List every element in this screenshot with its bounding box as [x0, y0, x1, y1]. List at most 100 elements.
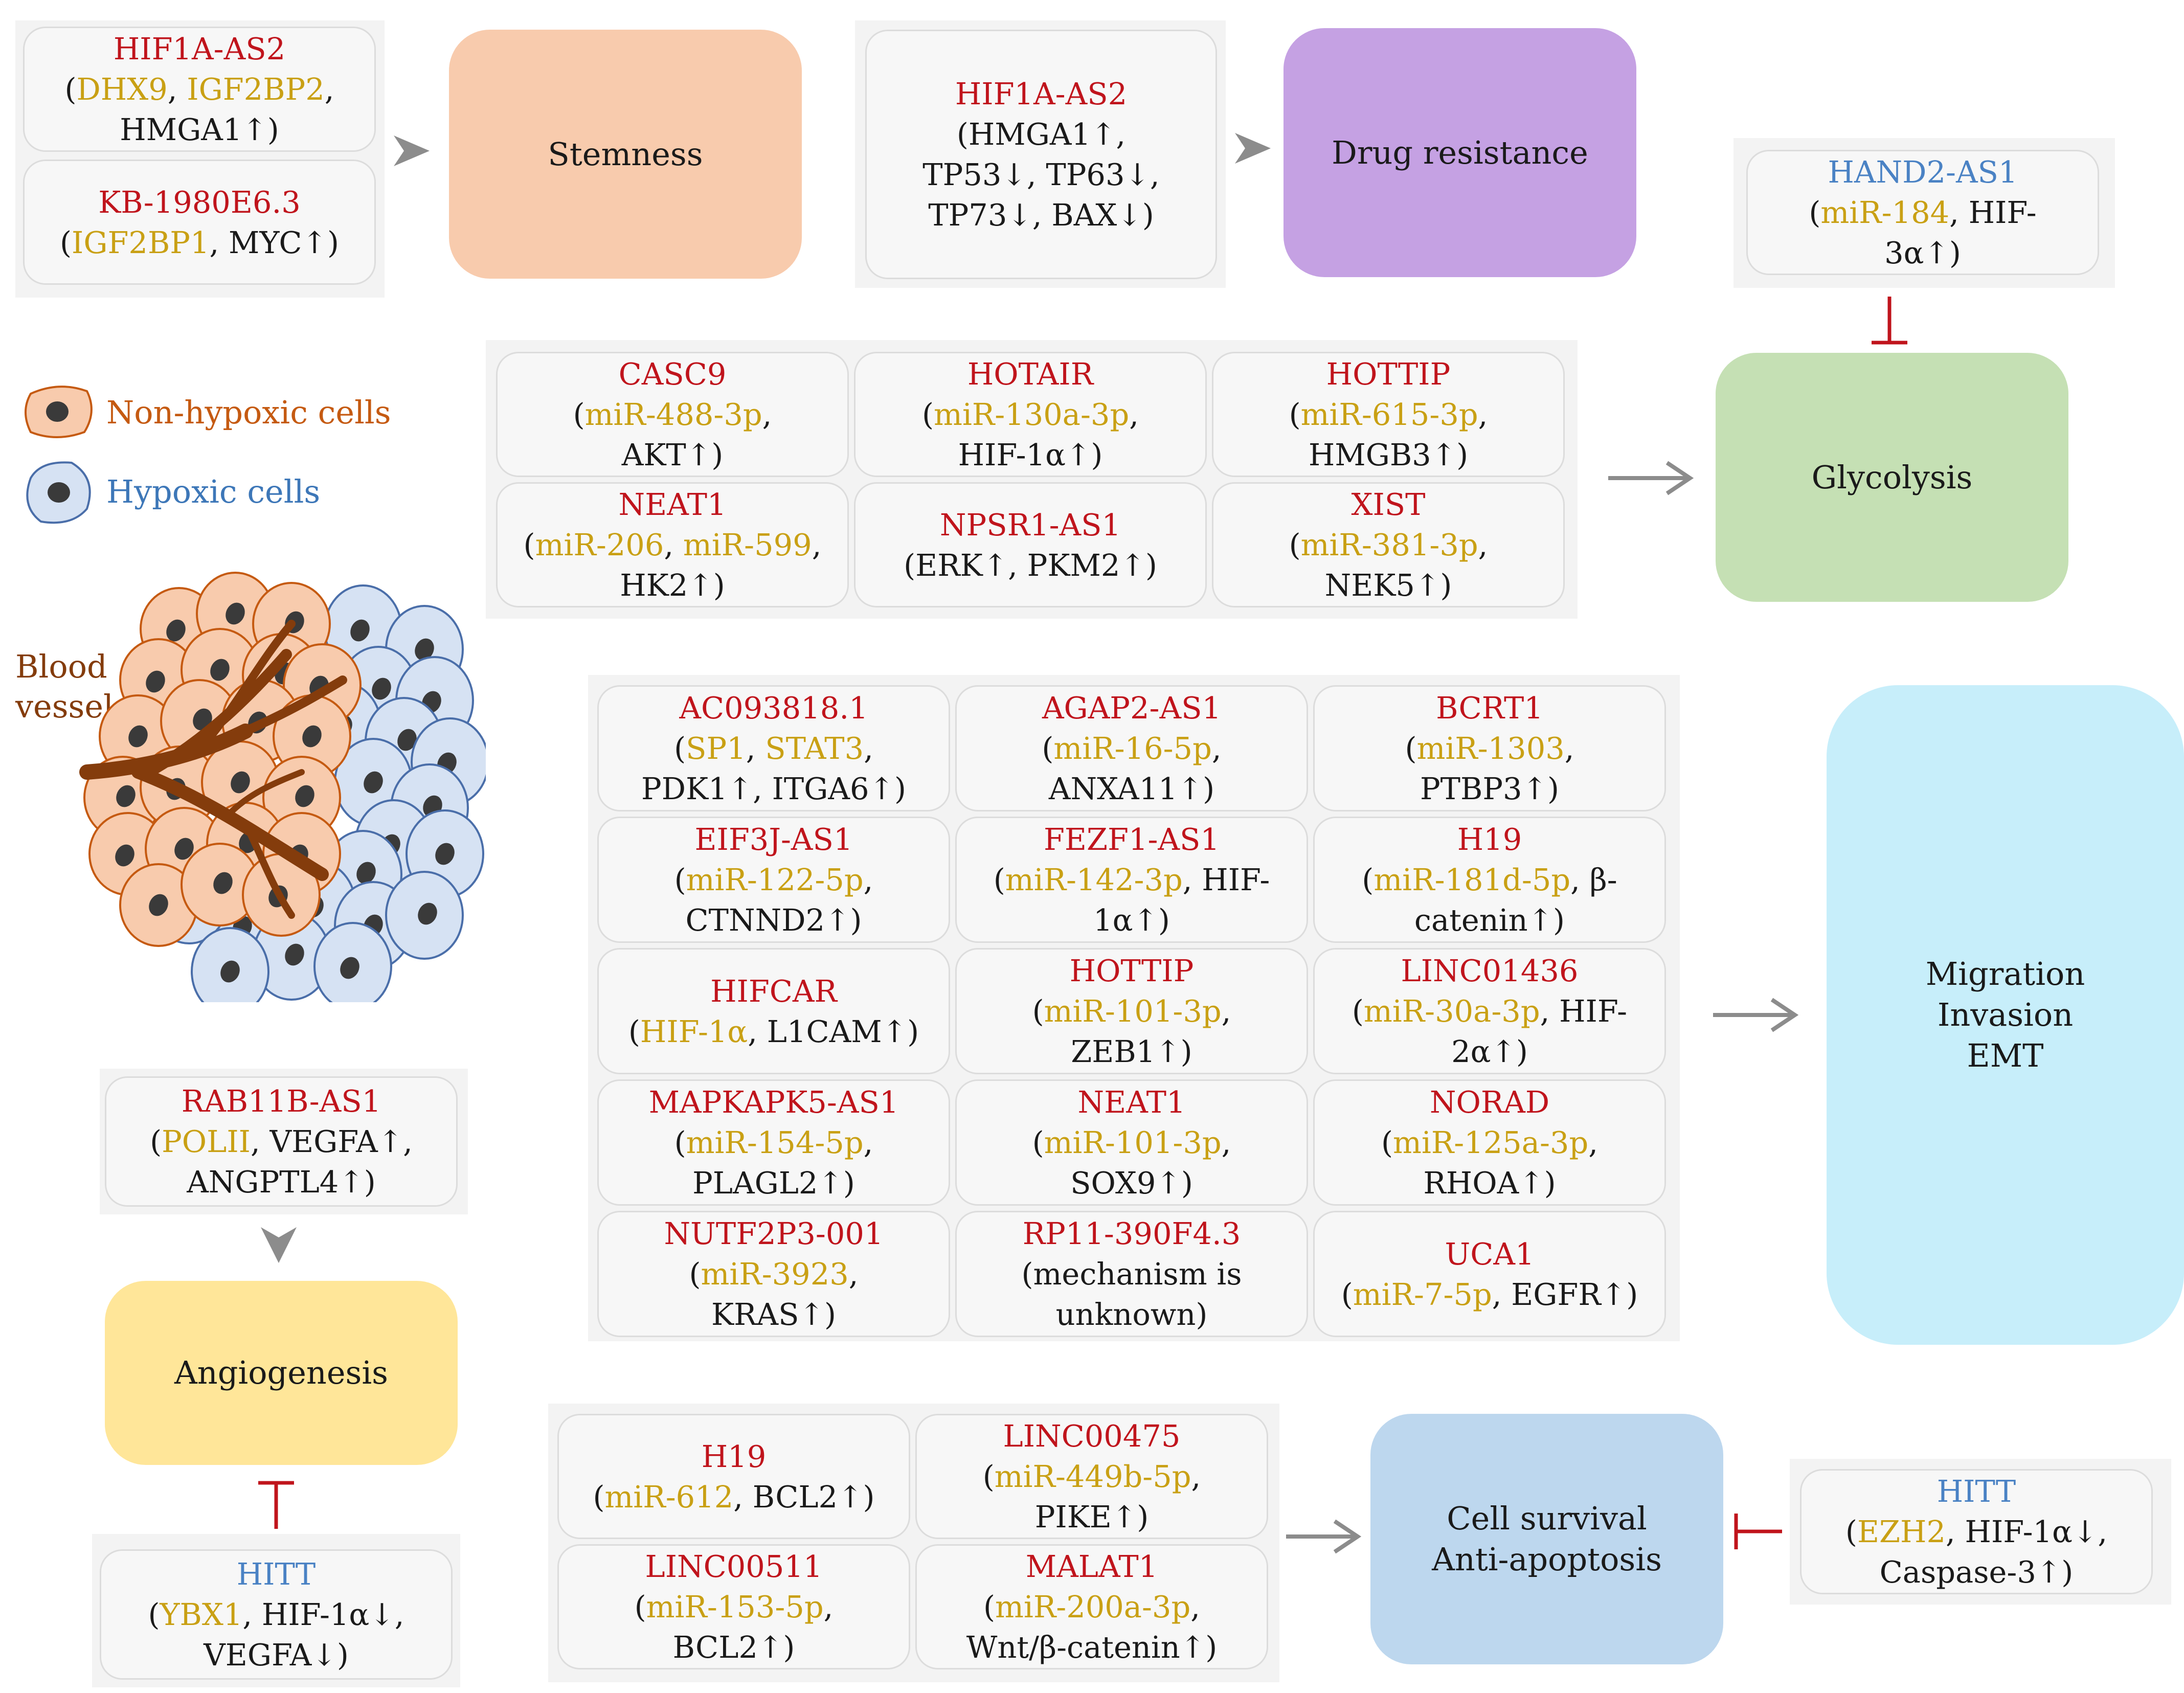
cell-survival-box: Cell survival Anti-apoptosis: [1370, 1414, 1723, 1664]
regulator-text: miR-125a-3p: [1393, 1125, 1589, 1160]
regulator-text: miR-30a-3p: [1363, 994, 1540, 1029]
lncrna-name: FEZF1-AS1: [1044, 822, 1220, 857]
target-text: ,: [864, 731, 873, 766]
blood-vessel: [79, 620, 347, 919]
target-text: ,: [1478, 397, 1488, 432]
lncrna-card: HIF1A-AS2(DHX9, IGF2BP2,HMGA1↑): [23, 27, 376, 152]
target-text: , BCL2↑): [733, 1479, 875, 1515]
lncrna-card: HAND2-AS1(miR-184, HIF-3α↑): [1746, 150, 2099, 275]
mechanism-line: CTNND2↑): [685, 900, 862, 940]
lncrna-card: NEAT1(miR-206, miR-599,HK2↑): [496, 482, 849, 607]
mechanism-line: (ERK↑, PKM2↑): [904, 545, 1157, 585]
target-text: 2α↑): [1451, 1034, 1528, 1069]
legend-hypoxic-cell: [26, 461, 91, 524]
mechanism-line: (POLII, VEGFA↑,: [150, 1121, 413, 1162]
target-text: ,: [1478, 527, 1488, 562]
target-text: NEK5↑): [1324, 568, 1452, 603]
regulator-text: YBX1: [160, 1597, 243, 1632]
target-text: (: [982, 1459, 995, 1494]
regulator-text: STAT3: [765, 731, 864, 766]
target-text: , VEGFA↑,: [250, 1124, 413, 1159]
regulator-text: IGF2BP1: [72, 224, 210, 260]
mechanism-line: (SP1, STAT3,: [674, 728, 873, 769]
target-text: (: [689, 1256, 701, 1292]
target-text: (: [593, 1479, 605, 1515]
lncrna-card: NEAT1(miR-101-3p,SOX9↑): [955, 1079, 1308, 1206]
mechanism-line: ANGPTL4↑): [187, 1162, 376, 1202]
target-text: (ERK↑, PKM2↑): [904, 547, 1157, 583]
mechanism-line: (DHX9, IGF2BP2,: [64, 69, 334, 109]
inhibit-angiogenesis: [258, 1481, 294, 1529]
regulator-text: miR-142-3p: [1005, 862, 1183, 897]
lncrna-card: HITT(YBX1, HIF-1α↓,VEGFA↓): [100, 1549, 453, 1680]
lncrna-name: HITT: [236, 1556, 316, 1592]
mechanism-line: 3α↑): [1884, 233, 1961, 273]
target-text: HK2↑): [620, 568, 725, 603]
regulator-text: miR-101-3p: [1044, 1125, 1222, 1160]
mechanism-line: TP73↓, BAX↓): [928, 195, 1154, 235]
arrow-to-drug-resistance: [1235, 133, 1271, 164]
mechanism-line: VEGFA↓): [204, 1635, 349, 1675]
regulator-text: miR-181d-5p: [1374, 862, 1571, 897]
lncrna-card: RAB11B-AS1(POLII, VEGFA↑,ANGPTL4↑): [105, 1076, 458, 1207]
target-text: ,: [746, 731, 765, 766]
regulator-text: SP1: [686, 731, 746, 766]
lncrna-card: HIF1A-AS2(HMGA1↑,TP53↓, TP63↓,TP73↓, BAX…: [865, 30, 1217, 279]
lncrna-card: AGAP2-AS1(miR-16-5p,ANXA11↑): [955, 685, 1308, 811]
target-text: HMGA1↑): [120, 112, 279, 147]
mechanism-line: PIKE↑): [1035, 1497, 1149, 1537]
invasion-label: Invasion: [1937, 996, 2074, 1033]
lncrna-name: NEAT1: [1077, 1085, 1186, 1120]
arrow-to-cell-survival: [1286, 1519, 1362, 1554]
mechanism-line: Caspase-3↑): [1880, 1552, 2074, 1592]
mechanism-line: (miR-122-5p,: [674, 860, 873, 900]
mechanism-line: HIF-1α↑): [958, 435, 1103, 475]
glycolysis-label: Glycolysis: [1811, 458, 1973, 496]
target-text: (: [1289, 527, 1301, 562]
angiogenesis-label: Angiogenesis: [174, 1354, 388, 1391]
target-text: RHOA↑): [1423, 1165, 1556, 1201]
target-text: unknown): [1055, 1297, 1208, 1332]
lncrna-name: H19: [1457, 822, 1522, 857]
lncrna-name: HOTAIR: [967, 356, 1094, 392]
lncrna-card: UCA1(miR-7-5p, EGFR↑): [1313, 1211, 1666, 1337]
target-text: (: [1809, 195, 1821, 230]
target-text: (: [573, 397, 585, 432]
lncrna-name: KB-1980E6.3: [98, 184, 301, 220]
target-text: (: [60, 224, 72, 260]
mechanism-line: (miR-381-3p,: [1289, 525, 1488, 565]
lncrna-name: H19: [701, 1438, 767, 1474]
regulator-text: miR-449b-5p: [994, 1459, 1191, 1494]
mechanism-line: ANXA11↑): [1049, 769, 1214, 809]
lncrna-name: XIST: [1351, 487, 1426, 522]
target-text: , EGFR↑): [1492, 1276, 1638, 1312]
target-text: (: [523, 527, 535, 562]
regulator-text: miR-130a-3p: [934, 397, 1130, 432]
mechanism-line: HMGB3↑): [1309, 435, 1468, 475]
lncrna-card: MAPKAPK5-AS1(miR-154-5p,PLAGL2↑): [597, 1079, 950, 1206]
lncrna-name: NORAD: [1429, 1085, 1550, 1120]
target-text: (: [1405, 731, 1417, 766]
hypoxic-cell: [191, 927, 269, 1002]
target-text: , MYC↑): [209, 224, 339, 260]
mechanism-line: Wnt/β-catenin↑): [966, 1627, 1217, 1667]
target-text: ,: [863, 1125, 873, 1160]
mechanism-line: (IGF2BP1, MYC↑): [60, 222, 339, 263]
lncrna-card: LINC00511(miR-153-5p,BCL2↑): [557, 1544, 910, 1669]
lncrna-name: HIFCAR: [710, 973, 837, 1009]
lncrna-name: BCRT1: [1436, 690, 1543, 726]
regulator-text: POLII: [162, 1124, 251, 1159]
lncrna-name: HOTTIP: [1069, 953, 1194, 988]
target-text: PTBP3↑): [1420, 771, 1560, 806]
target-text: ,: [812, 527, 822, 562]
target-text: SOX9↑): [1070, 1165, 1193, 1201]
lncrna-name: NEAT1: [618, 487, 727, 522]
target-text: , HIF-: [1182, 862, 1270, 897]
target-text: ZEB1↑): [1071, 1034, 1192, 1069]
lncrna-name: MALAT1: [1025, 1549, 1158, 1584]
mechanism-line: (miR-612, BCL2↑): [593, 1477, 874, 1517]
lncrna-card: HITT(EZH2, HIF-1α↓,Caspase-3↑): [1800, 1469, 2153, 1594]
target-text: , β-: [1570, 862, 1617, 897]
target-text: ,: [863, 862, 873, 897]
lncrna-name: HIF1A-AS2: [113, 31, 286, 66]
